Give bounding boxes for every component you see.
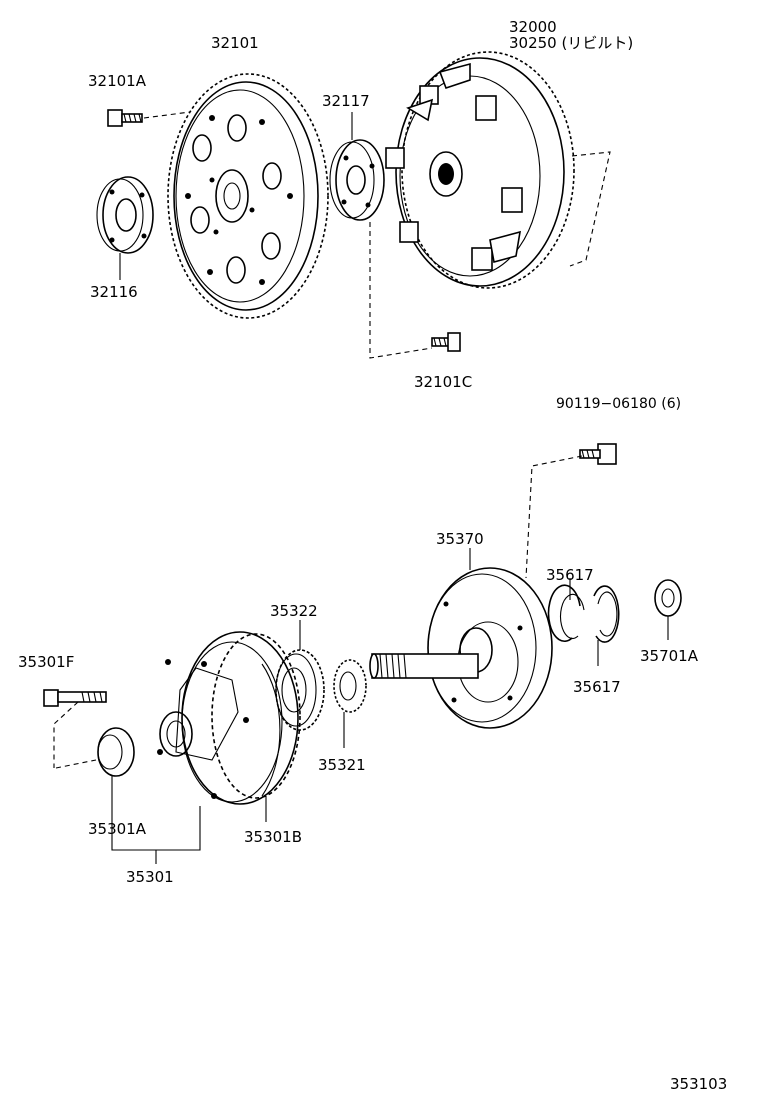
- label-35301b: 35301B: [244, 828, 302, 846]
- stator-shaft-35370: [369, 548, 553, 729]
- assembly-bracket: [111, 806, 201, 864]
- label-35322: 35322: [270, 602, 318, 620]
- bolt-32101c: [431, 332, 461, 352]
- drive-plate-ring-gear: [167, 73, 329, 319]
- drive-gear-35321: [333, 659, 367, 748]
- seal-ring-35617-a: [547, 578, 585, 643]
- oil-seal-35301a: [55, 727, 135, 818]
- label-35301a: 35301A: [88, 820, 147, 838]
- label-32101: 32101: [211, 34, 259, 52]
- thrust-washer-35701a: [654, 579, 682, 640]
- label-35617-lower: 35617: [573, 678, 621, 696]
- driven-gear-35322: [275, 620, 325, 731]
- label-35617-upper: 35617: [546, 566, 594, 584]
- label-32117: 32117: [322, 92, 370, 110]
- label-35321: 35321: [318, 756, 366, 774]
- label-90119-06180: 90119−06180 (6): [556, 396, 681, 412]
- page-code: 353103: [670, 1075, 727, 1093]
- spacer-32116: [96, 176, 154, 280]
- label-35301f: 35301F: [18, 653, 74, 671]
- label-32000: 32000: [509, 18, 557, 36]
- plate-32117: [329, 112, 433, 359]
- label-32101a: 32101A: [88, 72, 147, 90]
- label-35301: 35301: [126, 868, 174, 886]
- seal-ring-35617-b: [593, 585, 620, 666]
- label-35701a: 35701A: [640, 647, 699, 665]
- label-32101c: 32101C: [414, 373, 472, 391]
- torque-converter: [385, 51, 611, 289]
- bolt-32101a: [107, 109, 191, 127]
- label-35370: 35370: [436, 530, 484, 548]
- label-30250: 30250 (リビルト): [509, 34, 633, 52]
- label-32116: 32116: [90, 283, 138, 301]
- bolt-35301f: [43, 689, 107, 768]
- oil-pump-body: [157, 631, 301, 822]
- bolt-90119: [525, 443, 617, 579]
